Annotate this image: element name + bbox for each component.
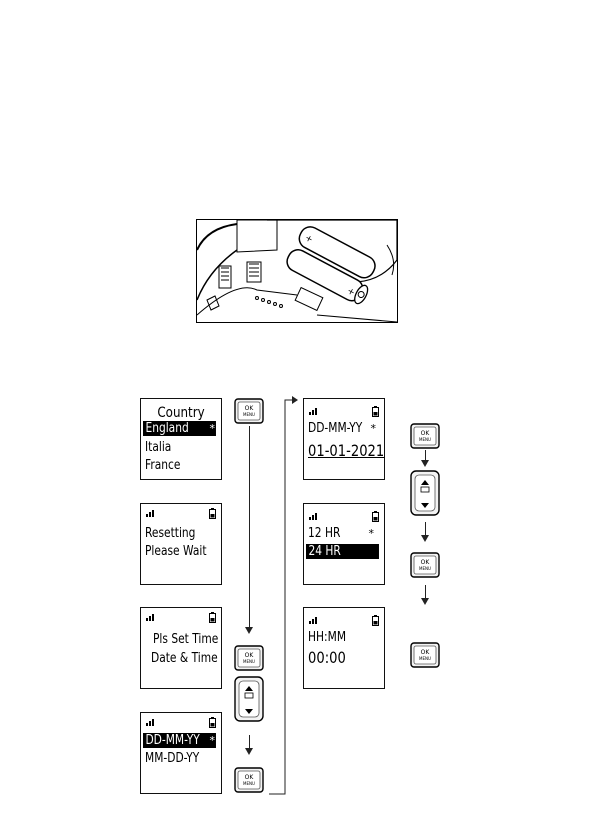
signal-icon — [309, 512, 319, 520]
date-value[interactable]: 01-01-2021 — [308, 441, 384, 460]
down-arrow — [245, 627, 253, 634]
signal-icon — [146, 509, 156, 517]
date-format-label: DD-MM-YY — [308, 421, 362, 436]
signal-icon — [309, 616, 319, 624]
svg-text:MENU: MENU — [419, 656, 431, 661]
svg-text:OK: OK — [245, 405, 255, 412]
resetting-line2: Please Wait — [145, 544, 207, 559]
set-time-line2: Date & Time — [151, 651, 218, 666]
up-down-nav-button[interactable] — [410, 470, 440, 516]
country-item-italia[interactable]: Italia — [145, 440, 171, 455]
format-star: * — [371, 422, 377, 435]
ok-menu-button[interactable]: OK MENU — [410, 423, 440, 449]
hour-star: * — [369, 527, 375, 540]
country-screen: Country England * Italia France — [140, 398, 222, 480]
time-entry-screen: HH:MM 00:00 — [303, 607, 385, 689]
resetting-line1: Resetting — [145, 526, 195, 541]
date-entry-screen: DD-MM-YY * 01-01-2021 — [303, 398, 385, 480]
selected-star: * — [210, 422, 216, 435]
date-format-mmddyy[interactable]: MM-DD-YY — [145, 751, 199, 766]
battery-icon — [372, 615, 379, 626]
signal-icon — [146, 613, 156, 621]
signal-icon — [146, 718, 156, 726]
ok-menu-button[interactable]: OK MENU — [410, 642, 440, 668]
svg-text:MENU: MENU — [243, 659, 255, 664]
country-item-france[interactable]: France — [145, 458, 180, 473]
ok-menu-button[interactable]: OK MENU — [410, 552, 440, 578]
resetting-screen: Resetting Please Wait — [140, 503, 222, 585]
svg-text:MENU: MENU — [243, 412, 255, 417]
hour-24[interactable]: 24 HR — [306, 544, 379, 559]
battery-icon — [209, 612, 216, 623]
date-format-screen: DD-MM-YY * MM-DD-YY — [140, 712, 222, 794]
battery-icon — [209, 508, 216, 519]
up-down-nav-button[interactable] — [234, 676, 264, 722]
battery-icon — [372, 511, 379, 522]
flow-connector — [268, 395, 298, 797]
country-item-england[interactable]: England — [143, 421, 216, 436]
time-value[interactable]: 00:00 — [308, 648, 346, 667]
flow-line — [249, 735, 250, 749]
svg-text:MENU: MENU — [243, 781, 255, 786]
selected-star: * — [210, 734, 216, 747]
set-time-line1: Pls Set Time — [153, 632, 218, 647]
set-time-screen: Pls Set Time Date & Time — [140, 607, 222, 689]
signal-icon — [309, 407, 319, 415]
hour-format-screen: 12 HR * 24 HR — [303, 503, 385, 585]
flow-line — [249, 426, 250, 630]
flow-line — [425, 585, 426, 599]
time-label: HH:MM — [308, 630, 346, 645]
down-arrow — [245, 748, 253, 755]
handset-battery-drawing: + + — [197, 220, 397, 322]
ok-menu-button[interactable]: OK MENU — [234, 767, 264, 793]
svg-text:OK: OK — [245, 774, 255, 781]
svg-text:MENU: MENU — [419, 566, 431, 571]
svg-text:MENU: MENU — [419, 437, 431, 442]
country-title: Country — [147, 405, 215, 421]
ok-menu-button[interactable]: OK MENU — [234, 398, 264, 424]
svg-text:OK: OK — [421, 430, 431, 437]
battery-icon — [372, 406, 379, 417]
date-format-ddmmyy[interactable]: DD-MM-YY — [143, 733, 216, 748]
battery-compartment-illustration: + + — [196, 219, 398, 323]
down-arrow — [421, 535, 429, 542]
battery-icon — [209, 717, 216, 728]
down-arrow — [421, 460, 429, 467]
ok-menu-button[interactable]: OK MENU — [234, 645, 264, 671]
svg-text:OK: OK — [421, 649, 431, 656]
svg-text:OK: OK — [245, 652, 255, 659]
hour-12[interactable]: 12 HR — [308, 526, 340, 541]
svg-text:OK: OK — [421, 559, 431, 566]
flow-line — [425, 522, 426, 536]
down-arrow — [421, 598, 429, 605]
